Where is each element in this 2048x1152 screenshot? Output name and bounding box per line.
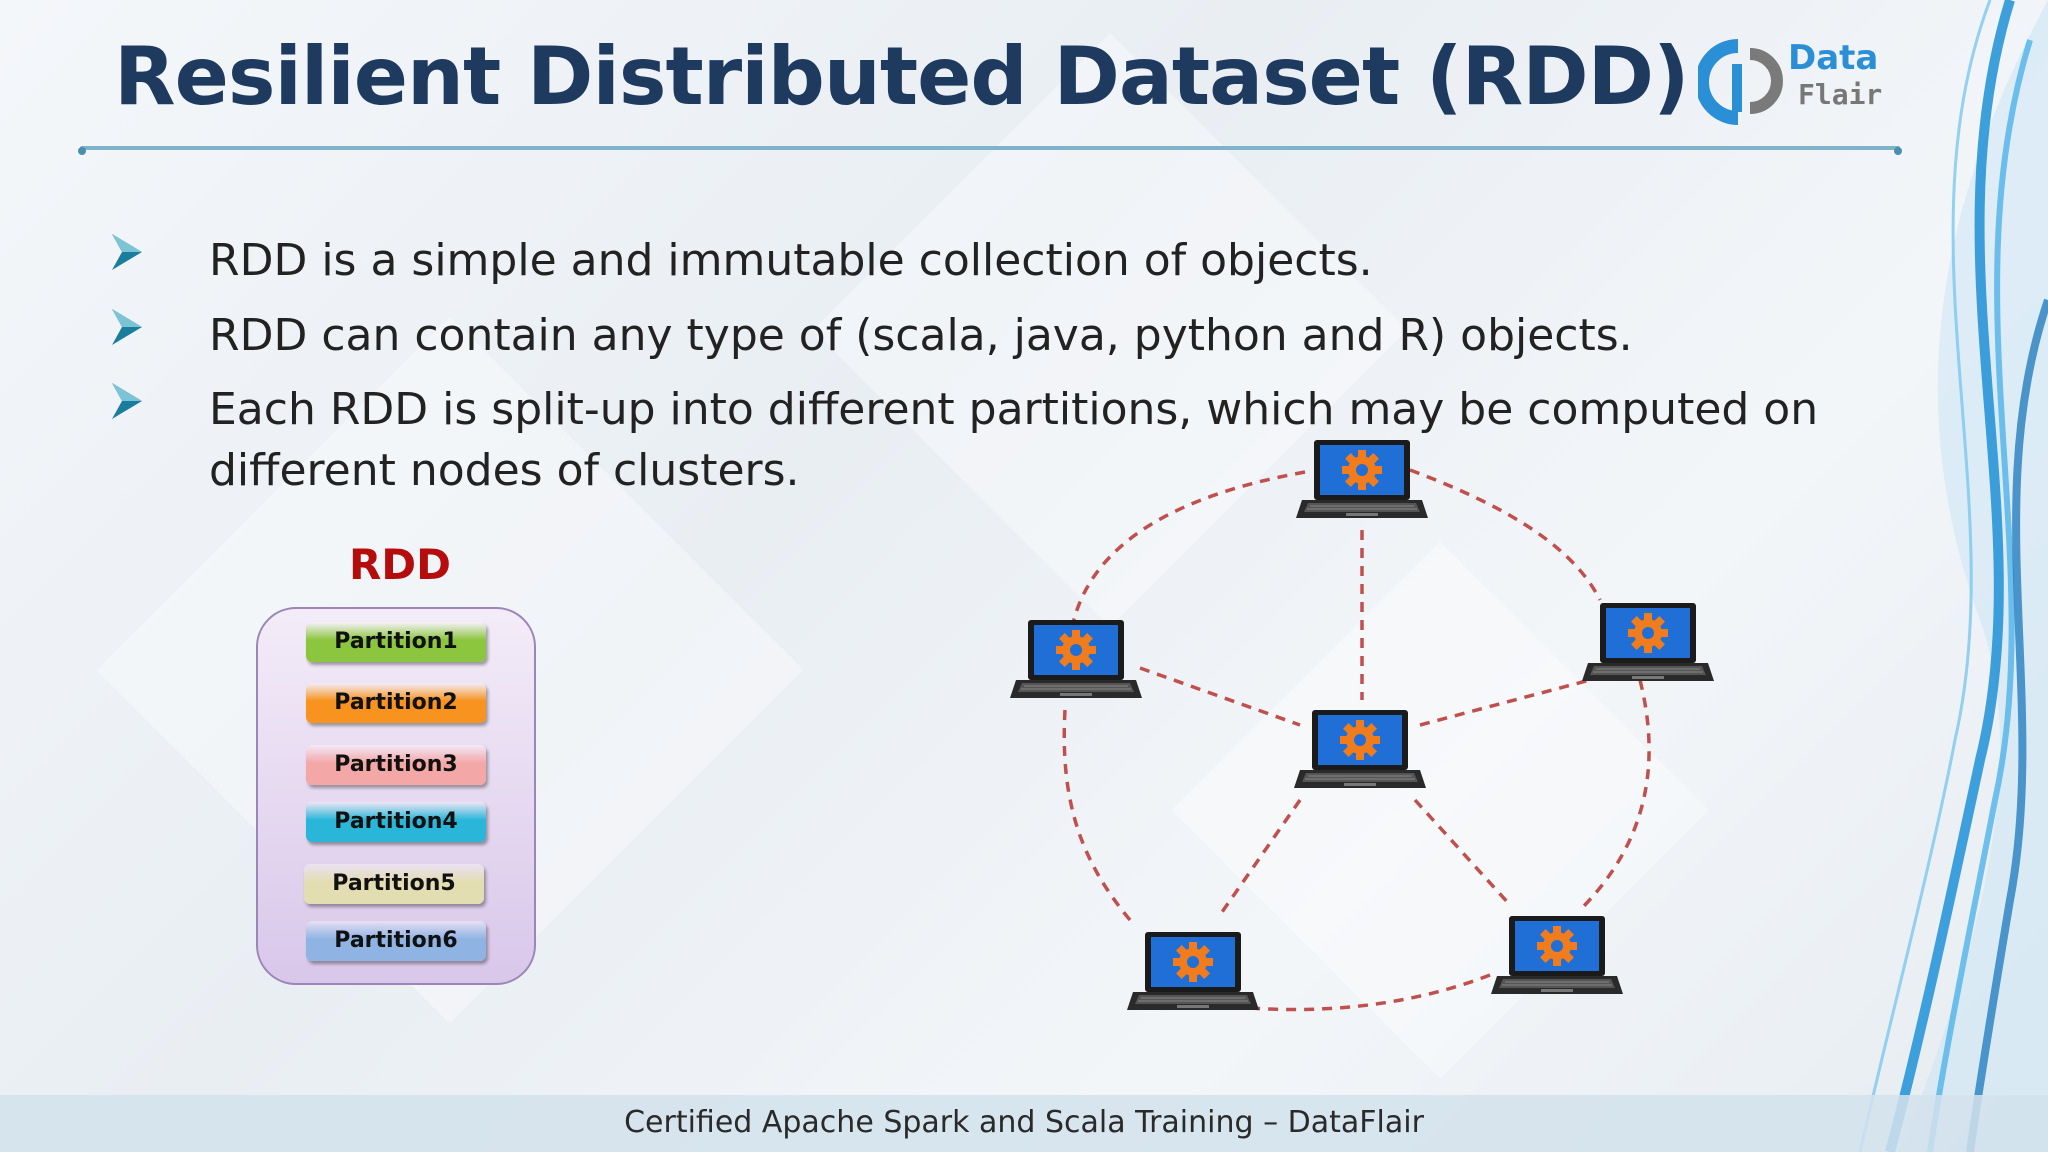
spoke-link [1413, 798, 1512, 907]
bullet-text: RDD can contain any type of (scala, java… [209, 310, 1633, 361]
laptop-node-right [1581, 602, 1715, 682]
footer-bar: Certified Apache Spark and Scala Trainin… [0, 1095, 2048, 1152]
laptop-node-bottom-left [1126, 931, 1260, 1011]
spoke-link [1419, 678, 1591, 727]
title-underline-dot [78, 147, 86, 155]
logo-text-data: Data [1788, 38, 1879, 78]
spoke-link [1218, 799, 1302, 916]
spoke-link [1139, 666, 1301, 727]
laptop-node-bottom-right [1490, 915, 1624, 995]
logo-text-flair: Flair [1798, 78, 1883, 111]
slide-title: Resilient Distributed Dataset (RDD) [114, 30, 1690, 123]
partition-block: Partition3 [306, 745, 486, 785]
partition-block: Partition6 [306, 921, 486, 961]
decorative-swoosh [1858, 0, 2048, 1152]
partition-block: Partition2 [306, 683, 486, 723]
partition-block: Partition4 [306, 802, 486, 842]
title-underline-dot [1894, 147, 1902, 155]
partition-block: Partition5 [304, 864, 484, 904]
arrowhead-bullet-icon [112, 234, 142, 270]
arrowhead-bullet-icon [112, 309, 142, 345]
arrowhead-bullet-icon [112, 383, 142, 419]
ring-link [1219, 973, 1491, 1012]
title-underline [80, 146, 1900, 150]
bullet-text: RDD is a simple and immutable collection… [209, 235, 1373, 286]
footer-text: Certified Apache Spark and Scala Trainin… [624, 1105, 1424, 1140]
laptop-node-center [1293, 709, 1427, 789]
partition-block: Partition1 [306, 622, 486, 662]
ring-link [1578, 679, 1651, 912]
rdd-title: RDD [348, 540, 452, 589]
ring-link [1409, 468, 1602, 601]
dataflair-logo-icon [1698, 39, 1783, 125]
ring-link [1062, 709, 1132, 922]
cluster-links [1062, 468, 1651, 1012]
laptop-node-top [1295, 439, 1429, 519]
dataflair-logo: Data Flair [1698, 38, 1888, 128]
laptop-node-left [1009, 619, 1143, 699]
ring-link [1068, 470, 1306, 641]
bullet-text: Each RDD is split-up into different part… [209, 384, 1819, 496]
